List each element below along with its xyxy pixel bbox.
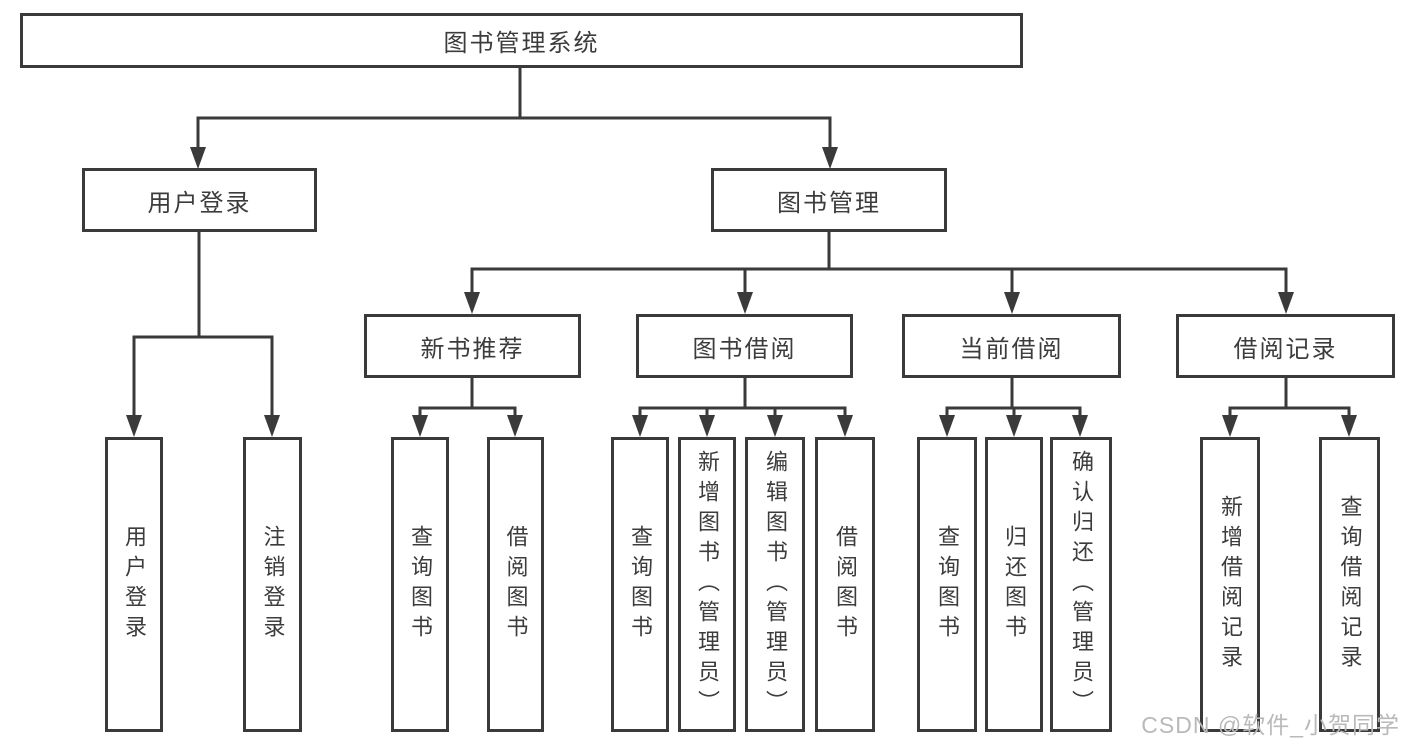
leaf-add-borrow-record-label: 新增借阅记录 bbox=[1218, 494, 1243, 675]
leaf-user-login: 用户登录 bbox=[105, 437, 163, 732]
leaf-return-book: 归还图书 bbox=[985, 437, 1043, 732]
node-current-borrow: 当前借阅 bbox=[902, 314, 1121, 378]
leaf-logout-label: 注销登录 bbox=[260, 524, 286, 645]
leaf-logout: 注销登录 bbox=[243, 437, 302, 732]
leaf-query-books-recommend: 查询图书 bbox=[391, 437, 449, 732]
node-user-login-label: 用户登录 bbox=[147, 189, 252, 217]
leaf-borrow-books-recommend: 借阅图书 bbox=[487, 437, 544, 732]
leaf-return-book-label: 归还图书 bbox=[1002, 524, 1027, 645]
leaf-borrow-books-borrow-label: 借阅图书 bbox=[833, 524, 858, 645]
node-book-borrow: 图书借阅 bbox=[636, 314, 853, 378]
node-book-management: 图书管理 bbox=[711, 168, 947, 232]
node-new-book-recommend-label: 新书推荐 bbox=[420, 335, 525, 363]
node-current-borrow-label: 当前借阅 bbox=[959, 335, 1064, 363]
csdn-watermark: CSDN @软件_小贺同学 bbox=[1141, 712, 1400, 738]
node-borrow-records-label: 借阅记录 bbox=[1233, 335, 1338, 363]
node-new-book-recommend: 新书推荐 bbox=[364, 314, 581, 378]
leaf-user-login-label: 用户登录 bbox=[122, 524, 147, 645]
leaf-query-borrow-record-label: 查询借阅记录 bbox=[1337, 494, 1363, 675]
leaf-add-book-admin-label: 新增图书（管理员） bbox=[695, 449, 720, 720]
leaf-query-books-borrow-label: 查询图书 bbox=[628, 524, 653, 645]
leaf-query-books-borrow: 查询图书 bbox=[611, 437, 669, 732]
leaf-query-books-current: 查询图书 bbox=[917, 437, 977, 732]
leaf-add-book-admin: 新增图书（管理员） bbox=[678, 437, 736, 732]
node-root: 图书管理系统 bbox=[20, 13, 1023, 68]
node-book-management-label: 图书管理 bbox=[777, 189, 881, 217]
leaf-query-books-recommend-label: 查询图书 bbox=[408, 524, 433, 645]
leaf-add-borrow-record: 新增借阅记录 bbox=[1200, 437, 1260, 732]
leaf-edit-book-admin-label: 编辑图书（管理员） bbox=[763, 449, 788, 720]
leaf-borrow-books-recommend-label: 借阅图书 bbox=[503, 524, 529, 645]
leaf-query-borrow-record: 查询借阅记录 bbox=[1319, 437, 1380, 732]
node-borrow-records: 借阅记录 bbox=[1176, 314, 1395, 378]
node-root-label: 图书管理系统 bbox=[443, 30, 600, 57]
leaf-confirm-return-admin-label: 确认归还（管理员） bbox=[1069, 449, 1094, 720]
leaf-edit-book-admin: 编辑图书（管理员） bbox=[745, 437, 805, 732]
node-book-borrow-label: 图书借阅 bbox=[692, 335, 797, 363]
leaf-borrow-books-borrow: 借阅图书 bbox=[815, 437, 875, 732]
leaf-confirm-return-admin: 确认归还（管理员） bbox=[1050, 437, 1112, 732]
leaf-query-books-current-label: 查询图书 bbox=[935, 524, 960, 645]
node-user-login: 用户登录 bbox=[82, 168, 317, 232]
